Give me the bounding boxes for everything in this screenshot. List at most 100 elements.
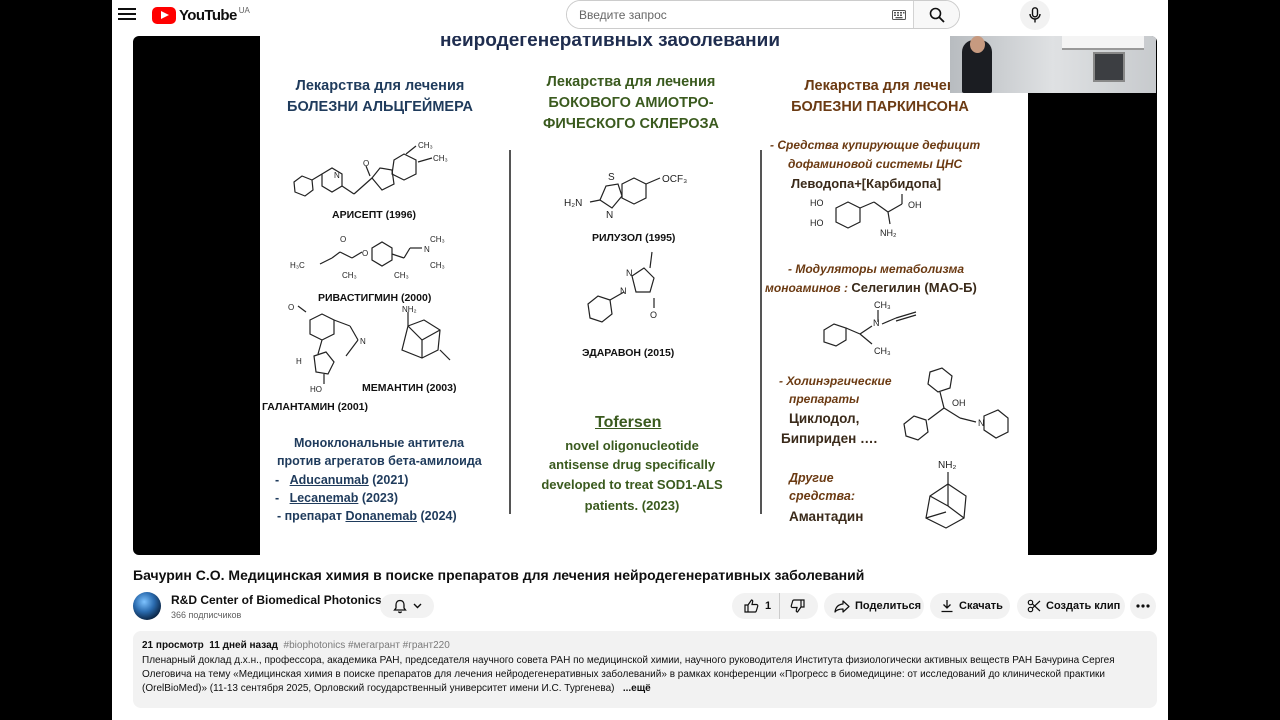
svg-text:O: O [362,249,368,258]
tofersen-line-2: antisense drug specifically [548,457,716,472]
svg-text:N: N [606,210,613,221]
channel-name[interactable]: R&D Center of Biomedical Photonics [171,593,382,607]
svg-text:OH: OH [952,398,966,408]
rivastigmine-structure: H₃C O O N CH₃ CH₃ CH₃ CH₃ [290,235,445,280]
thumbs-up-icon [744,599,759,613]
description-box[interactable]: 21 просмотр 11 дней назад #biophotonics … [133,631,1157,708]
pd-group-1-line-1: - Средства купирующие дефицит [770,138,981,152]
antibody-lecanemab: - Lecanemab (2023) [275,491,398,505]
column-divider [760,150,762,514]
youtube-play-icon [152,6,176,24]
download-button[interactable]: Скачать [930,593,1010,619]
svg-text:HO: HO [810,198,824,208]
amantadine-structure: NH₂ [925,460,967,529]
svg-text:N: N [873,318,880,328]
create-clip-button[interactable]: Создать клип [1017,593,1125,619]
riluzole-structure: H₂N S N OCF₃ [564,172,687,221]
riluzole-label: РИЛУЗОЛ (1995) [592,232,676,244]
menu-button[interactable] [118,6,136,24]
masthead: YouTube UA [112,0,1168,30]
svg-text:CH₃: CH₃ [874,346,891,356]
video-player[interactable]: нейродегенеративных заболеваний Лекарств… [133,36,1157,555]
antibody-donanemab: - препарат Donanemab (2024) [277,509,457,523]
view-count: 21 просмотр [142,640,204,651]
pd-group-2-line-2: моноаминов : Селегилин (МАО-Б) [765,280,977,295]
svg-text:N: N [620,286,627,296]
antibodies-heading-2: против агрегатов бета-амилоида [277,454,482,468]
svg-text:CH₃: CH₃ [342,271,357,280]
presentation-slide: нейродегенеративных заболеваний Лекарств… [260,36,1028,555]
pd-group-4-line-1: Другие [789,471,834,485]
svg-text:H: H [296,357,302,366]
search-box [566,0,960,29]
channel-avatar[interactable] [133,592,161,620]
svg-text:O: O [340,235,346,244]
svg-text:N: N [626,268,633,278]
pd-levodopa: Леводопа+[Карбидопа] [791,176,942,191]
pd-group-3-line-1: - Холинэргические [779,374,892,388]
tofersen-line-1: novel oligonucleotide [565,438,699,453]
column-divider [509,150,511,514]
svg-text:N: N [360,337,366,346]
tofersen-line-4: patients. (2023) [584,498,680,513]
svg-text:O: O [896,192,903,194]
dislike-button[interactable] [780,593,815,619]
trihexyphenidyl-structure: OH N [903,367,1009,441]
pd-cyclodol: Циклодол, [789,411,860,426]
svg-text:CH₃: CH₃ [418,141,433,150]
als-heading: Лекарства для лечения БОКОВОГО АМИОТРО- … [542,74,720,132]
svg-text:CH₃: CH₃ [430,235,445,244]
memantine-structure: NH₂ [401,306,451,361]
svg-text:CH₃: CH₃ [433,154,448,163]
edaravone-structure: N N O [587,251,657,323]
parkinson-heading: Лекарства для лечен БОЛЕЗНИ ПАРКИНСОНА [791,78,969,115]
svg-text:H₃C: H₃C [290,261,305,270]
edaravone-label: ЭДАРАВОН (2015) [582,347,675,359]
like-button[interactable]: 1 [732,593,781,619]
svg-text:O: O [650,310,657,320]
subscriber-count: 366 подписчиков [171,610,242,620]
pd-group-3-line-2: препараты [789,392,860,406]
thumbs-down-icon [790,599,805,613]
like-count: 1 [765,600,772,612]
search-button[interactable] [913,1,959,28]
levodopa-structure: HO HO OH O NH₂ [810,192,922,238]
svg-text:O: O [288,304,294,312]
country-code: UA [238,6,250,15]
antibodies-heading-1: Моноклональные антитела [294,436,465,450]
svg-text:O: O [363,159,369,168]
more-actions-button[interactable] [1130,593,1156,619]
hashtags[interactable]: #biophotonics #мегагрант #грант220 [283,640,450,651]
svg-text:CH₃: CH₃ [430,261,445,270]
share-button[interactable]: Поделиться [824,593,924,619]
tofersen-line-3: developed to treat SOD1-ALS [541,477,723,492]
svg-text:N: N [978,418,985,428]
svg-text:H₂N: H₂N [564,198,582,209]
speaker-camera-overlay [950,36,1156,93]
video-title: Бачурин С.О. Медицинская химия в поиске … [133,567,865,583]
svg-text:OCF₃: OCF₃ [662,174,687,185]
galantamine-label: ГАЛАНТАМИН (2001) [262,401,369,413]
slide-title: нейродегенеративных заболеваний [439,36,781,51]
notification-button[interactable] [380,594,434,618]
svg-text:HO: HO [310,385,322,394]
search-input[interactable] [567,1,885,28]
alzheimer-heading: Лекарства для лечения БОЛЕЗНИ АЛЬЦГЕЙМЕР… [287,78,473,115]
keyboard-icon[interactable] [885,1,913,28]
pd-biperiden: Бипириден …. [781,431,878,446]
voice-search-button[interactable] [1020,0,1050,30]
pd-group-1-line-2: дофаминовой системы ЦНС [788,157,963,171]
aricept-label: АРИСЕПТ (1996) [332,209,416,221]
bell-icon [392,599,407,613]
youtube-logo[interactable]: YouTube UA [152,6,250,24]
svg-text:HO: HO [810,218,824,228]
svg-text:N: N [334,171,340,180]
aricept-structure: CH₃ CH₃ O N [293,141,448,197]
chevron-down-icon [413,603,421,609]
galantamine-structure: O N H HO [288,304,366,394]
memantine-label: МЕМАНТИН (2003) [362,382,457,394]
show-more-link[interactable]: ...ещё [622,683,651,694]
tofersen-title: Tofersen [595,414,662,431]
svg-text:N: N [424,245,430,254]
svg-text:NH₂: NH₂ [402,306,417,314]
